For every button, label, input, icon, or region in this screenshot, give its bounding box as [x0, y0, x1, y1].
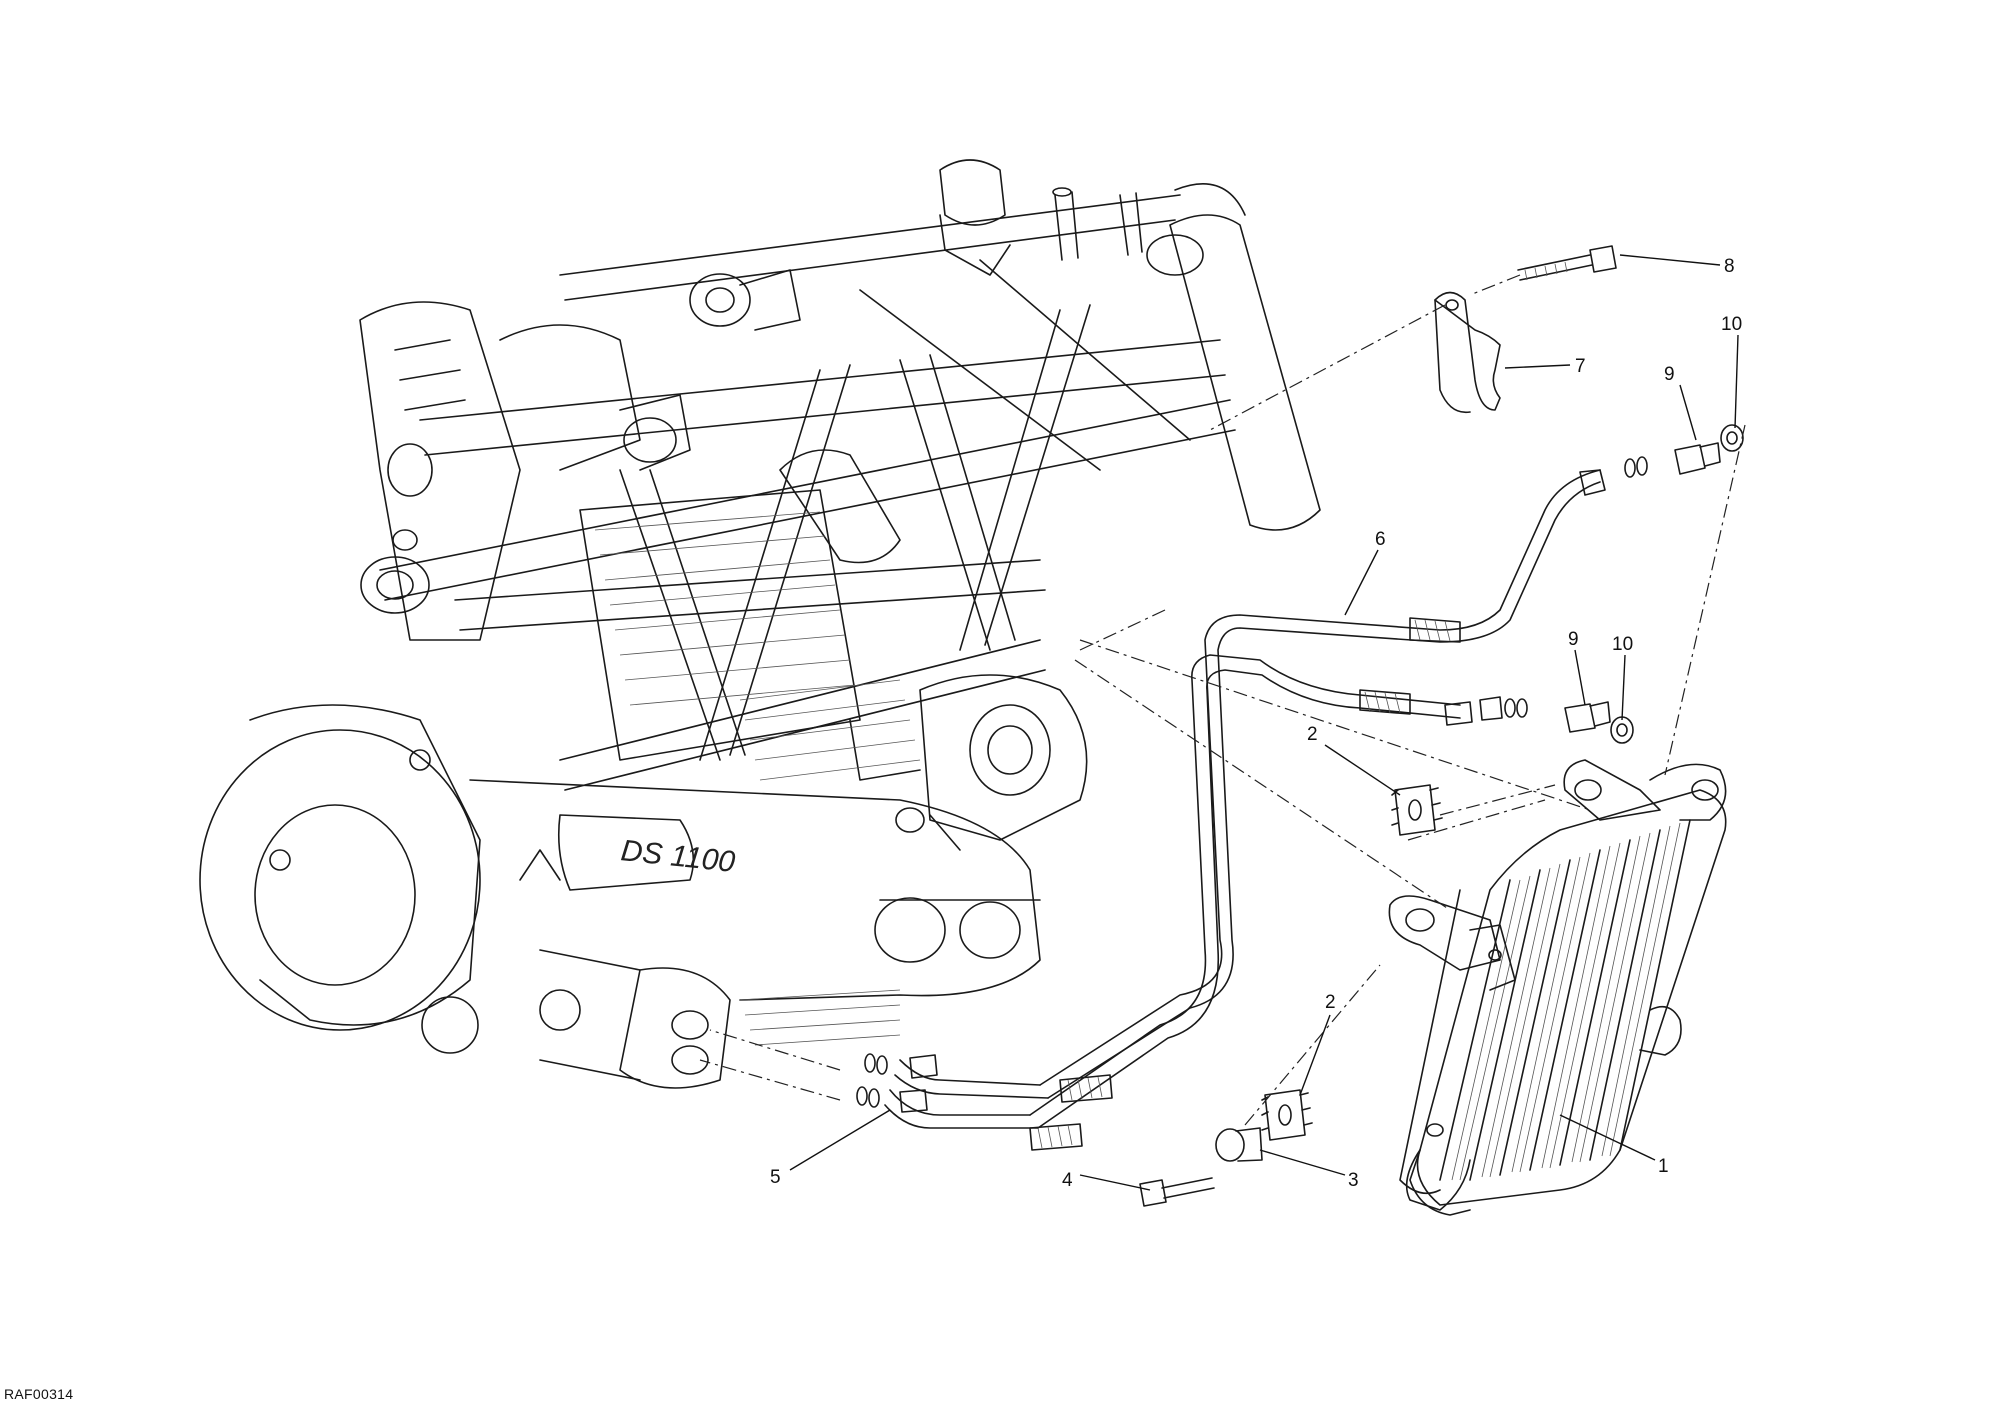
oil-lines — [884, 469, 1606, 1151]
callout-9-lower: 9 — [1568, 629, 1579, 650]
callout-2-upper: 2 — [1307, 724, 1318, 745]
engine-block: DS 1100 — [199, 301, 1088, 1089]
callout-2-lower: 2 — [1325, 992, 1336, 1013]
trellis-frame — [360, 159, 1321, 791]
callout-6: 6 — [1375, 529, 1386, 550]
fitting-parts — [856, 245, 1744, 1207]
callout-3: 3 — [1348, 1170, 1359, 1191]
drawing-code: RAF00314 — [4, 1386, 74, 1402]
callout-10-lower: 10 — [1612, 634, 1633, 655]
callout-1: 1 — [1658, 1156, 1669, 1177]
oil-cooler — [1388, 759, 1727, 1216]
engine-case-marking: DS 1100 — [619, 834, 737, 879]
callout-4: 4 — [1062, 1170, 1073, 1191]
callout-leaders — [789, 254, 1739, 1191]
callout-9-upper: 9 — [1664, 364, 1675, 385]
callout-10-upper: 10 — [1721, 314, 1742, 335]
callout-8: 8 — [1724, 256, 1735, 277]
assembly-center-lines — [699, 274, 1746, 1126]
callout-5: 5 — [770, 1167, 781, 1188]
callout-7: 7 — [1575, 356, 1586, 377]
callout-labels: 8 7 9 10 6 9 10 2 2 1 3 4 5 — [770, 256, 1742, 1191]
